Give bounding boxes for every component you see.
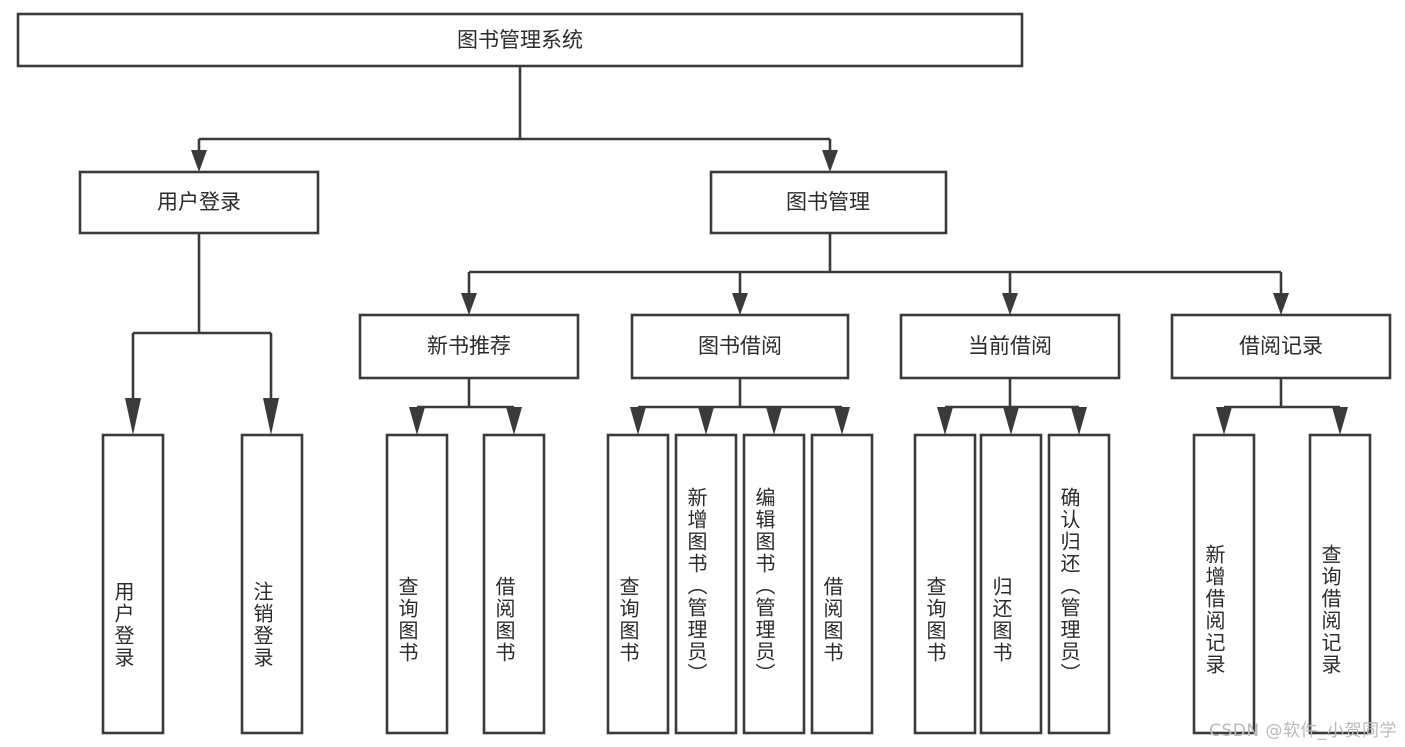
arrow-to-newbook: [461, 293, 477, 315]
arrow-borrow-leaf-2: [698, 407, 714, 435]
node-borrow-record-box[interactable]: [1170, 313, 1392, 380]
node-book-borrow-label: 图书借阅: [698, 334, 782, 358]
node-book-management-box[interactable]: [709, 170, 948, 235]
label-layer: 图书管理系统 用户登录 图书管理 新书推荐 图书借阅 当前借阅 借阅记录: [157, 28, 1323, 358]
leaf-label-borrow-add: 新增图书（管理员）: [684, 486, 708, 685]
leaf-box-borrow-edit[interactable]: [742, 433, 806, 735]
leaf-label-record-add: 新增借阅记录: [1202, 543, 1226, 676]
arrow-record-leaf-1: [1216, 407, 1232, 435]
arrow-current-leaf-1: [937, 407, 953, 435]
arrow-to-bookmgmt: [822, 150, 838, 172]
arrow-to-borrow: [732, 293, 748, 315]
leaf-label-newbook-borrow: 借阅图书: [492, 575, 516, 664]
arrow-borrow-leaf-3: [766, 407, 782, 435]
leaf-box-current-return[interactable]: [979, 433, 1043, 735]
leaf-box-record-query[interactable]: [1308, 433, 1372, 735]
arrow-to-userlogin: [191, 150, 207, 172]
connector-layer: [125, 66, 1348, 435]
node-new-book-label: 新书推荐: [427, 334, 511, 358]
node-book-management-label: 图书管理: [786, 190, 870, 214]
leaf-label-current-return: 归还图书: [989, 575, 1013, 664]
arrow-current-leaf-2: [1003, 407, 1019, 435]
csdn-watermark: CSDN @软件_小贺同学: [1209, 721, 1397, 741]
node-new-book-box[interactable]: [358, 313, 580, 380]
leaf-box-current-query[interactable]: [913, 433, 977, 735]
leaf-label-logout: 注销登录: [250, 581, 274, 669]
node-user-login-label: 用户登录: [157, 190, 241, 214]
leaf-label-borrow-query: 查询图书: [616, 575, 640, 664]
arrow-to-record: [1273, 293, 1289, 315]
leaf-box-newbook-borrow[interactable]: [482, 433, 546, 735]
arrow-record-leaf-2: [1332, 407, 1348, 435]
node-current-borrow-box[interactable]: [899, 313, 1121, 380]
leaf-label-borrow-edit: 编辑图书（管理员）: [752, 486, 776, 685]
arrow-borrow-leaf-4: [834, 407, 850, 435]
leaf-label-current-confirm: 确认归还（管理员）: [1057, 486, 1081, 685]
leaf-label-current-query: 查询图书: [923, 575, 947, 664]
node-borrow-record-label: 借阅记录: [1239, 334, 1323, 358]
arrow-to-current: [1002, 293, 1018, 315]
leaf-box-record-add[interactable]: [1192, 433, 1256, 735]
leaf-box-logout[interactable]: [240, 433, 304, 735]
arrow-newbook-leaf-2: [506, 407, 522, 435]
node-root-box[interactable]: [16, 12, 1024, 68]
leaf-label-record-query: 查询借阅记录: [1318, 543, 1342, 676]
node-root-label: 图书管理系统: [457, 28, 583, 52]
node-book-borrow-box[interactable]: [630, 313, 850, 380]
arrow-userlogin-leaf-1: [125, 398, 141, 435]
node-layer: [16, 12, 1392, 735]
leaf-box-borrow-lend[interactable]: [810, 433, 874, 735]
leaf-box-borrow-add[interactable]: [674, 433, 738, 735]
arrow-newbook-leaf-1: [409, 407, 425, 435]
leaf-label-user-login: 用户登录: [111, 581, 135, 669]
leaf-box-current-confirm[interactable]: [1047, 433, 1111, 735]
leaf-box-borrow-query[interactable]: [606, 433, 670, 735]
node-user-login-box[interactable]: [78, 170, 320, 235]
leaf-label-newbook-query: 查询图书: [395, 575, 419, 664]
leaf-box-newbook-query[interactable]: [385, 433, 449, 735]
node-current-borrow-label: 当前借阅: [968, 334, 1052, 358]
leaf-label-borrow-lend: 借阅图书: [820, 575, 844, 664]
arrow-borrow-leaf-1: [630, 407, 646, 435]
arrow-current-leaf-3: [1071, 407, 1087, 435]
arrow-userlogin-leaf-2: [263, 398, 279, 435]
leaf-box-user-login[interactable]: [101, 433, 165, 735]
